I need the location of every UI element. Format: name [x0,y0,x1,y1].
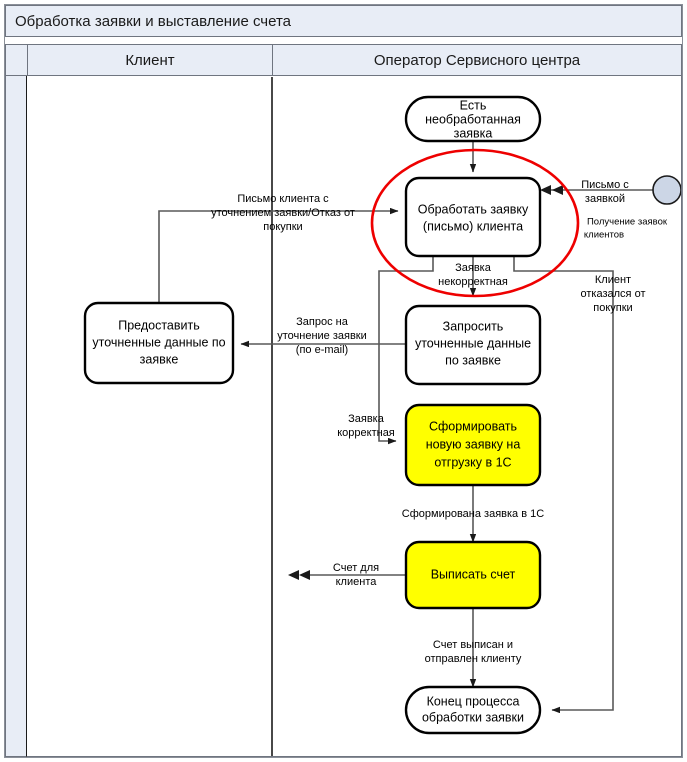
diagram-canvas: Есть необработанная заявка Обработать за… [27,76,682,757]
node-request-line-3: по заявке [445,353,501,367]
node-create-shipment-order-1c[interactable] [404,403,542,487]
arrowhead-incoming-1 [540,185,551,195]
node-process-request-line-1: Обработать заявку [418,202,529,216]
label-client-refused-1: Клиент [595,274,631,286]
node-request-line-2: уточненные данные [415,336,531,350]
node-process-request[interactable] [404,176,542,258]
label-clarification-request-3: (по e-mail) [296,344,348,356]
node-provide-clarified-data[interactable] [83,301,235,385]
edge-client-letter-to-process [158,207,399,303]
label-request-incorrect-2: некорректная [438,276,508,288]
label-invoice-issued-1: Счет выписан и [433,639,513,651]
node-start-event[interactable] [404,95,542,143]
edge-client-refused-to-end [513,256,614,714]
diagram-title-bar: Обработка заявки и выставление счета [5,5,682,37]
node-start-event-line-1: Есть [460,98,487,112]
label-order-created-1c: Сформирована заявка в 1С [402,508,544,520]
lane-header-operator: Оператор Сервисного центра [273,44,682,76]
label-receiving-requests-1: Получение заявок [587,217,668,228]
arrowhead-invoice-1 [299,570,310,580]
label-invoice-issued-2: отправлен клиенту [425,653,522,665]
label-request-incorrect-1: Заявка [455,262,492,274]
node-start-event-line-3: заявка [454,126,493,140]
page-title: Обработка заявки и выставление счета [15,12,292,30]
node-end-line-1: Конец процесса [427,694,520,708]
lane-label-operator: Оператор Сервисного центра [373,51,581,69]
node-end-line-2: обработки заявки [422,710,524,724]
arrowhead-invoice-2 [288,570,299,580]
highlight-ellipse [370,148,580,298]
lane-header-corner [5,44,27,76]
label-client-refused-2: отказался от [581,288,646,300]
node-issue-invoice[interactable] [404,540,542,610]
lane-header-client: Клиент [27,44,273,76]
node-request-line-1: Запросить [443,319,504,333]
node-provide-line-2: уточненные данные по [92,335,225,349]
flowchart-svg: Есть необработанная заявка Обработать за… [83,77,681,756]
node-create-order-line-3: отгрузку в 1С [434,455,511,469]
lane-label-client: Клиент [125,51,175,69]
label-letter-with-request-1: Письмо с [581,179,629,191]
label-request-correct-2: корректная [337,427,395,439]
edge-request-correct [378,406,397,445]
node-start-event-line-2: необработанная [425,112,521,126]
node-issue-invoice-line-1: Выписать счет [431,567,516,581]
label-invoice-for-client-2: клиента [336,576,378,588]
node-incoming-request-event[interactable] [652,175,681,205]
node-process-request-line-2: (письмо) клиента [423,219,523,233]
label-client-letter-3: покупки [263,221,302,233]
node-end-event[interactable] [404,685,542,735]
lane-side-band [5,76,27,757]
node-provide-line-3: заявке [140,352,179,366]
label-letter-with-request-2: заявкой [585,193,625,205]
label-client-letter-1: Письмо клиента с [237,193,329,205]
node-provide-line-1: Предоставить [118,318,200,332]
lane-header-row: Клиент Оператор Сервисного центра [5,44,682,76]
label-invoice-for-client-1: Счет для [333,562,379,574]
arrowhead-incoming-2 [552,185,563,195]
label-client-refused-3: покупки [593,302,632,314]
label-request-correct-1: Заявка [348,413,385,425]
node-create-order-line-2: новую заявку на [426,437,521,451]
node-create-order-line-1: Сформировать [429,419,517,433]
label-client-letter-2: уточнением заявки/Отказ от [211,207,355,219]
label-receiving-requests-2: клиентов [584,230,624,241]
node-request-clarified-data[interactable] [404,304,542,386]
edge-branch-left-stub [378,256,434,406]
label-clarification-request-1: Запрос на [296,316,349,328]
label-clarification-request-2: уточнение заявки [277,330,367,342]
